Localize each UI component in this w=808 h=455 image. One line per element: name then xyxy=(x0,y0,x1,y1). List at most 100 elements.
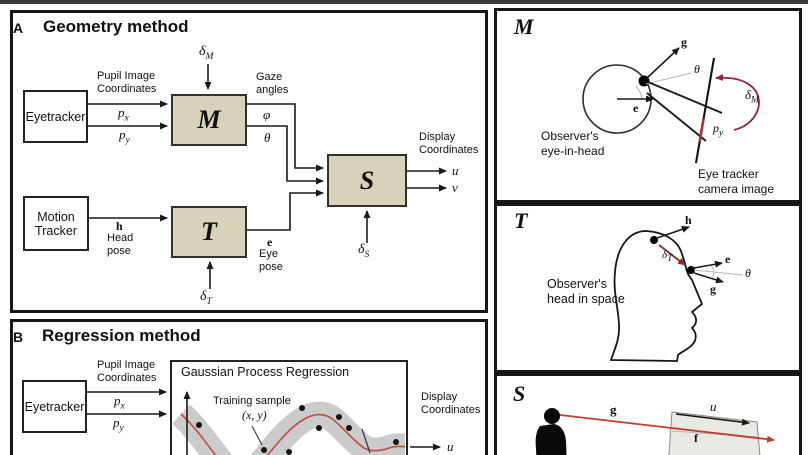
theta-ray-m xyxy=(645,72,692,85)
gpr-data-point xyxy=(346,425,352,431)
head-in-space-sketch xyxy=(609,225,744,362)
model-m-box: M xyxy=(171,94,247,146)
delta-m-arc-arrow xyxy=(715,74,760,131)
g-label-m: g xyxy=(681,35,687,49)
motion-tracker-label-2: Tracker xyxy=(35,223,77,238)
e-label-t: e xyxy=(725,252,731,266)
gpr-data-point xyxy=(286,449,292,455)
delta-t-label-a: δT xyxy=(200,289,212,307)
eyetracker-box-a: Eyetracker xyxy=(23,90,88,143)
gpr-data-point xyxy=(336,414,342,420)
gaze-ray-g xyxy=(559,414,775,443)
panel-m-eye-in-head xyxy=(494,8,802,203)
py-label-m: py xyxy=(713,121,724,139)
person-head xyxy=(544,408,560,424)
gpr-data-point xyxy=(299,405,305,411)
gpr-data-point xyxy=(196,422,202,428)
theta-angle-arc-t xyxy=(710,265,715,279)
theta-label-m: θ xyxy=(694,62,700,76)
gpr-data-point xyxy=(393,439,399,445)
u-axis-arrow xyxy=(675,413,750,426)
f-label-s: f xyxy=(694,431,698,445)
gpr-plot xyxy=(181,405,407,455)
h-label-t: h xyxy=(685,213,692,227)
py-label-a: py xyxy=(119,127,130,146)
camera-image-line xyxy=(694,57,716,164)
g-vector-t xyxy=(693,272,724,284)
eyetracker-box-b: Eyetracker xyxy=(22,380,87,433)
e-vector-t xyxy=(693,260,723,269)
projection-line-1 xyxy=(647,81,723,114)
display-sketch xyxy=(535,408,775,455)
model-t-letter: T xyxy=(201,217,217,246)
theta-label-a: θ xyxy=(264,130,271,145)
model-s-box: S xyxy=(327,154,407,207)
delta-s-label-a: δS xyxy=(358,242,370,260)
motion-tracker-label-1: Motion xyxy=(37,209,75,224)
panel-a-label: A xyxy=(13,20,24,36)
panel-s-letter: S xyxy=(513,381,526,406)
person-silhouette xyxy=(535,424,567,455)
delta-t-label-t: δT xyxy=(662,249,673,265)
phi-label: φ xyxy=(263,107,271,122)
v-label-a: v xyxy=(452,180,458,195)
training-sample-xy: (x, y) xyxy=(242,408,267,422)
u-label-b: u xyxy=(447,439,454,454)
model-m-letter: M xyxy=(197,105,221,134)
theta-label-t: θ xyxy=(745,266,751,280)
px-label-b: px xyxy=(114,393,125,412)
py-segment xyxy=(698,118,705,143)
delta-m-label-m: δM xyxy=(745,87,759,106)
e-label-m: e xyxy=(633,101,639,115)
h-label-a: h xyxy=(116,219,123,233)
h-vector xyxy=(656,225,690,239)
gpr-title: Gaussian Process Regression xyxy=(181,365,350,379)
py-label-b: py xyxy=(113,415,124,434)
screenshot-top-edge xyxy=(0,0,808,4)
gpr-data-point xyxy=(261,447,267,453)
u-label-a: u xyxy=(452,163,459,178)
gpr-confidence-band xyxy=(181,414,407,455)
eyetracker-label-a: Eyetracker xyxy=(25,109,86,124)
e-label-a: e xyxy=(267,235,273,249)
theta-ray-t xyxy=(693,269,744,276)
eye-marker-dot xyxy=(687,266,695,274)
eyetracker-label-b: Eyetracker xyxy=(24,399,85,414)
eye-in-head-sketch xyxy=(582,47,760,164)
projection-line-2 xyxy=(646,92,707,142)
panel-t-letter: T xyxy=(514,208,528,233)
panel-t-head-in-space xyxy=(494,203,802,373)
delta-m-label-a: δM xyxy=(199,44,214,62)
training-sample-pointer xyxy=(251,425,263,446)
panel-b-arrows xyxy=(87,388,441,451)
model-s-letter: S xyxy=(359,165,375,195)
u-label-s: u xyxy=(710,399,717,414)
panel-a-title: Geometry method xyxy=(43,17,189,36)
gpr-data-point xyxy=(316,425,322,431)
g-vector-m xyxy=(646,47,680,79)
gpr-data-points xyxy=(196,405,399,455)
gaze-angle-arc xyxy=(635,85,643,100)
panel-m-letter: M xyxy=(514,14,534,39)
g-label-s: g xyxy=(610,402,617,417)
head-marker-dot xyxy=(650,236,658,244)
panel-a-arrows xyxy=(88,64,447,289)
panel-b-title: Regression method xyxy=(42,326,201,345)
panel-b-label: B xyxy=(13,329,24,345)
panel-a-geometry xyxy=(10,10,488,313)
g-label-t: g xyxy=(710,282,716,296)
gpr-marker-line xyxy=(361,428,371,454)
delta-t-arrow xyxy=(658,244,686,266)
motion-tracker-box: Motion Tracker xyxy=(23,196,89,251)
